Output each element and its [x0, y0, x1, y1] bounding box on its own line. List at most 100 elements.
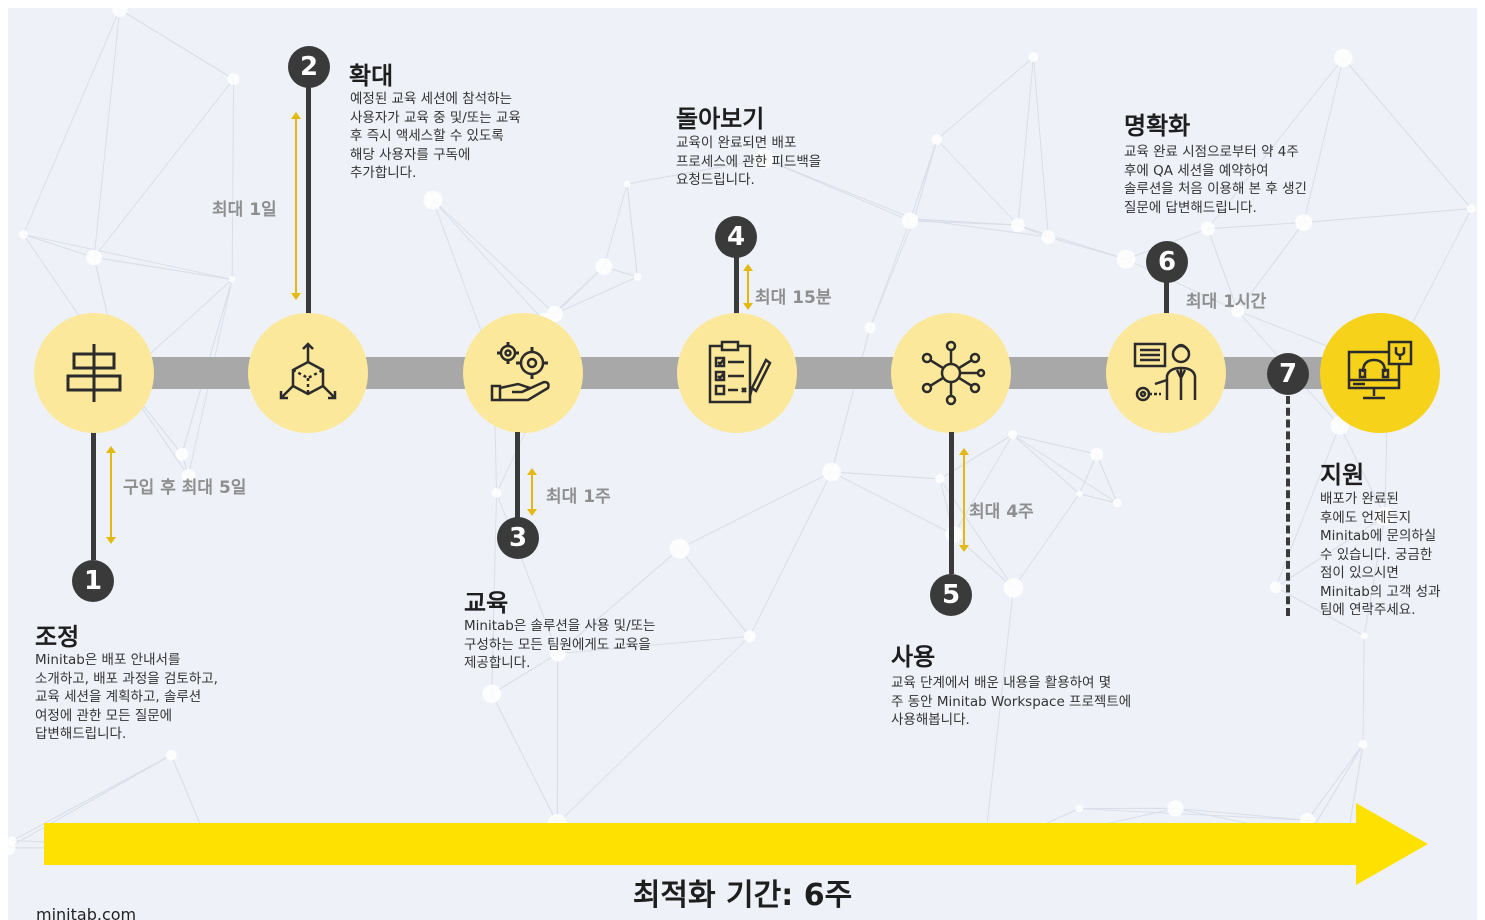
desc-line: 팀에 연락주세요.	[1320, 602, 1416, 618]
network-node	[165, 749, 177, 761]
desc-line: 수 있습니다. 궁금한	[1320, 546, 1433, 563]
network-node	[86, 249, 102, 266]
network-node	[1011, 218, 1025, 233]
network-line	[1012, 434, 1118, 504]
network-node	[181, 468, 196, 483]
desc-line: 추가합니다.	[350, 165, 417, 181]
network-node	[1028, 52, 1039, 63]
network-node	[423, 190, 443, 210]
network-node	[1334, 48, 1353, 68]
step6-stem	[1164, 280, 1169, 314]
desc-line: 점이 있으시면	[1320, 565, 1399, 581]
network-line	[1303, 208, 1472, 223]
network-line	[910, 220, 1018, 226]
desc-line: 답변해드립니다.	[35, 726, 127, 742]
network-line	[432, 199, 546, 323]
network-line	[23, 233, 95, 258]
desc-line: 해당 사용자를 구독에	[350, 146, 471, 163]
desc-line: Minitab은 솔루션을 사용 및/또는	[464, 618, 656, 634]
network-line	[1307, 744, 1364, 837]
network-line	[983, 587, 1015, 852]
network-node	[19, 230, 28, 239]
network-line	[231, 79, 235, 280]
network-line	[119, 9, 234, 80]
align-center-icon	[66, 344, 122, 402]
network-line	[1079, 493, 1118, 504]
network-line	[869, 220, 911, 328]
step2-stem	[306, 86, 311, 314]
network-line	[556, 636, 751, 824]
network-line	[491, 653, 559, 695]
network-node	[1269, 581, 1282, 594]
network-node	[1076, 490, 1083, 497]
step2-circle	[248, 313, 368, 433]
network-node	[1008, 430, 1018, 440]
network-line	[1275, 515, 1386, 588]
network-line	[93, 78, 234, 258]
network-node	[1360, 632, 1368, 640]
step3-duration: 최대 1주	[546, 487, 611, 507]
network-line	[764, 158, 911, 222]
step6-duration: 최대 1시간	[1186, 292, 1267, 312]
step3-number-badge: 3	[497, 517, 539, 559]
network-node	[1116, 249, 1136, 269]
network-line	[679, 548, 751, 637]
network-line	[1125, 258, 1239, 312]
network-line	[1012, 434, 1097, 455]
network-line	[1017, 57, 1034, 226]
network-line	[1017, 224, 1127, 260]
gears-hand-icon	[490, 342, 550, 402]
network-line	[557, 548, 680, 654]
network-line	[1339, 425, 1386, 517]
step3-stem	[515, 432, 520, 518]
step2-number-badge: 2	[288, 46, 330, 88]
presenter-icon	[1133, 342, 1197, 402]
step5-description: 교육 단계에서 배운 내용을 활용하여 몇 주 동안 Minitab Works…	[891, 674, 1131, 730]
step3-circle	[463, 313, 583, 433]
desc-line: 후에도 언제든지	[1320, 509, 1412, 526]
desc-line: 교육 완료 시점으로부터 약 4주	[1124, 144, 1299, 160]
desc-line: 교육 세션을 계획하고, 솔루션	[35, 689, 202, 705]
footer-url: minitab.com	[36, 905, 137, 920]
network-line	[1079, 808, 1308, 821]
network-node	[633, 273, 642, 281]
network-node	[595, 258, 613, 275]
network-node	[1090, 447, 1104, 461]
step1-circle	[34, 313, 154, 433]
network-node	[864, 322, 876, 334]
network-line	[1207, 57, 1344, 230]
step3-title: 교육	[464, 589, 509, 617]
network-line	[909, 139, 938, 221]
network-node	[1467, 204, 1476, 214]
step7-description: 배포가 완료된 후에도 언제든지 Minitab에 문의하실 수 있습니다. 궁…	[1320, 490, 1441, 620]
step6-description: 교육 완료 시점으로부터 약 4주 후에 QA 세션을 예약하여 솔루션을 처음…	[1124, 143, 1307, 217]
desc-line: 교육 단계에서 배운 내용을 활용하여 몇	[891, 675, 1112, 691]
network-line	[1207, 228, 1239, 312]
desc-line: 예정된 교육 세션에 참석하는	[350, 91, 512, 107]
network-line	[1013, 493, 1080, 589]
network-node	[112, 8, 128, 17]
step2-description: 예정된 교육 세션에 참석하는 사용자가 교육 중 및/또는 교육 후 즉시 액…	[350, 90, 521, 183]
step4-circle	[677, 313, 797, 433]
step5-stem	[949, 432, 954, 574]
desc-line: 여정에 관한 모든 질문에	[35, 707, 173, 724]
background-panel	[8, 8, 1477, 920]
step7-circle	[1320, 313, 1440, 433]
step5-title: 사용	[891, 643, 936, 671]
network-node	[228, 276, 236, 283]
network-line	[23, 233, 233, 280]
network-line	[1363, 516, 1386, 636]
step1-stem	[91, 432, 96, 560]
network-line	[749, 471, 833, 637]
desc-line: 프로세스에 관한 피드백을	[676, 153, 822, 170]
network-line	[936, 56, 1034, 140]
network-node	[1295, 214, 1313, 231]
optimization-arrow	[44, 803, 1428, 885]
network-line	[8, 754, 172, 849]
step1-duration-arrow	[106, 446, 116, 544]
network-node	[1231, 304, 1245, 318]
network-line	[1096, 454, 1118, 504]
network-node	[931, 134, 943, 145]
desc-line: 교육이 완료되면 배포	[676, 135, 797, 151]
checklist-icon	[708, 340, 772, 404]
